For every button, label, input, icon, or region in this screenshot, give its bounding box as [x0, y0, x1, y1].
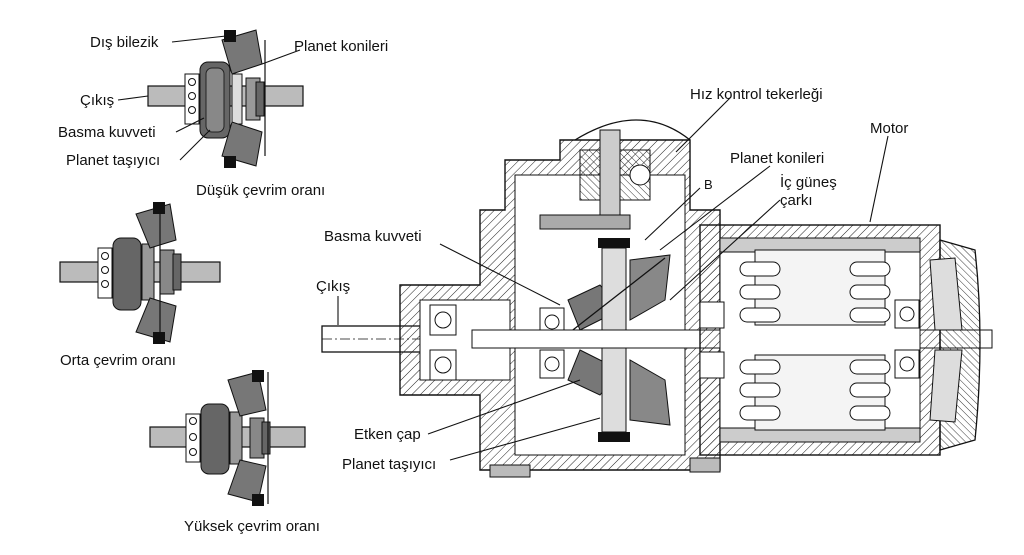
label-point-b: B [704, 177, 713, 192]
caption-medium-ratio: Orta çevrim oranı [60, 352, 176, 369]
label-output-small: Çıkış [80, 92, 115, 109]
label-planet-cones-main: Planet konileri [730, 150, 825, 167]
caption-low-ratio: Düşük çevrim oranı [196, 182, 326, 199]
label-thrust-force-main: Basma kuvveti [324, 228, 422, 245]
label-thrust-force-small: Basma kuvveti [58, 124, 156, 141]
label-motor: Motor [870, 120, 909, 137]
label-drive-diameter: Etken çap [354, 426, 421, 443]
label-outer-ring: Dış bilezik [90, 34, 159, 51]
small-view-high [149, 370, 306, 506]
caption-high-ratio: Yüksek çevrim oranı [184, 518, 320, 535]
small-view-low [147, 29, 304, 168]
label-speed-control-wheel: Hız kontrol tekerleği [690, 86, 823, 103]
label-inner-sun-gear-line1: İç güneş [780, 174, 837, 191]
label-planet-carrier-main: Planet taşıyıcı [342, 456, 437, 473]
leader-lines [117, 35, 889, 461]
label-planet-carrier-small: Planet taşıyıcı [66, 152, 161, 169]
label-planet-cones-small: Planet konileri [294, 38, 389, 55]
label-output-main: Çıkış [316, 278, 351, 295]
label-inner-sun-gear-line2: çarkı [780, 192, 813, 209]
main-cutaway [321, 119, 993, 478]
small-view-medium [59, 202, 221, 344]
